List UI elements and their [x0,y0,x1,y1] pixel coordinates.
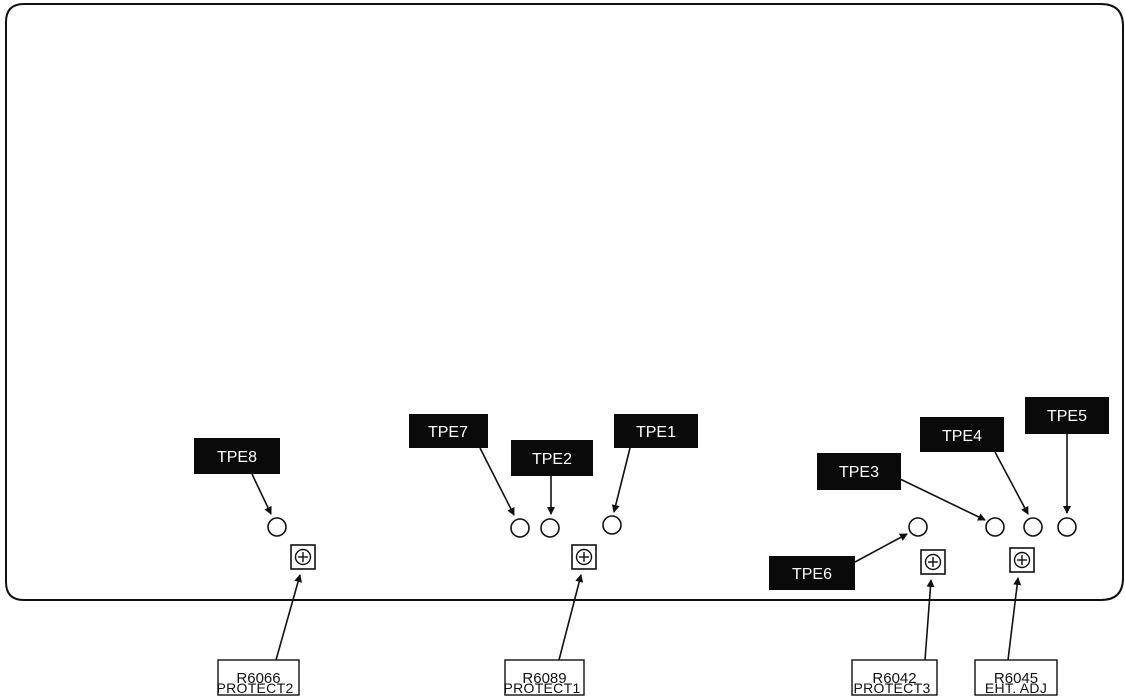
r6066-trimmer-icon [290,544,316,570]
r6089-label: R6089 [504,659,585,696]
r6066-label: R6066 [217,659,300,696]
r6042-caption: PROTECT3 [853,680,930,696]
r6045-caption: EHT. ADJ [985,680,1047,696]
tpe4-leader [994,451,1029,515]
tpe6-label: TPE6 [769,556,855,590]
tpe7-label: TPE7 [409,414,488,448]
tpe5-label-text: TPE5 [1047,408,1087,425]
tpe1-label-text: TPE1 [636,424,676,441]
tpe3-leader [897,477,986,521]
tpe7-label-text: TPE7 [428,424,468,441]
r6042-trimmer-icon [920,549,946,575]
tpe5-label: TPE5 [1025,397,1109,434]
tpe1-label: TPE1 [614,414,698,448]
board-outline [5,3,1124,601]
tpe6-label-text: TPE6 [792,566,832,583]
r6066-leader [275,574,302,661]
tpe3-label: TPE3 [817,453,901,490]
r6042-leader [924,579,935,661]
tpe6-point [908,517,928,537]
tpe4-point [1023,517,1043,537]
r6066-label-text: R6066 [236,670,280,687]
tpe4-label-text: TPE4 [942,428,982,445]
tpe3-label-text: TPE3 [839,464,879,481]
r6045-label-text: R6045 [994,670,1038,687]
tpe2-label: TPE2 [511,440,593,476]
tpe5-point [1057,517,1077,537]
tpe4-label: TPE4 [920,417,1004,452]
r6089-trimmer-icon [571,544,597,570]
tpe8-label: TPE8 [194,438,280,474]
tpe6-leader [854,533,908,563]
tpe1-point [602,515,622,535]
tpe8-label-text: TPE8 [217,449,257,466]
tpe1-leader [611,447,631,513]
tpe7-point [510,518,530,538]
tpe2-label-text: TPE2 [532,451,572,468]
r6089-leader [558,574,584,661]
tpe8-point [267,517,287,537]
r6042-label-text: R6042 [872,670,916,687]
r6089-caption: PROTECT1 [503,680,580,696]
tpe8-leader [251,473,272,515]
r6066-caption: PROTECT2 [216,680,293,696]
r6089-label-text: R6089 [522,670,566,687]
r6045-trimmer-icon [1009,547,1035,573]
r6045-leader [1007,577,1022,661]
r6042-label: R6042 [851,659,938,696]
tpe2-point [540,518,560,538]
tpe7-leader [479,447,515,516]
r6045-label: R6045 [974,659,1058,696]
tpe3-point [985,517,1005,537]
